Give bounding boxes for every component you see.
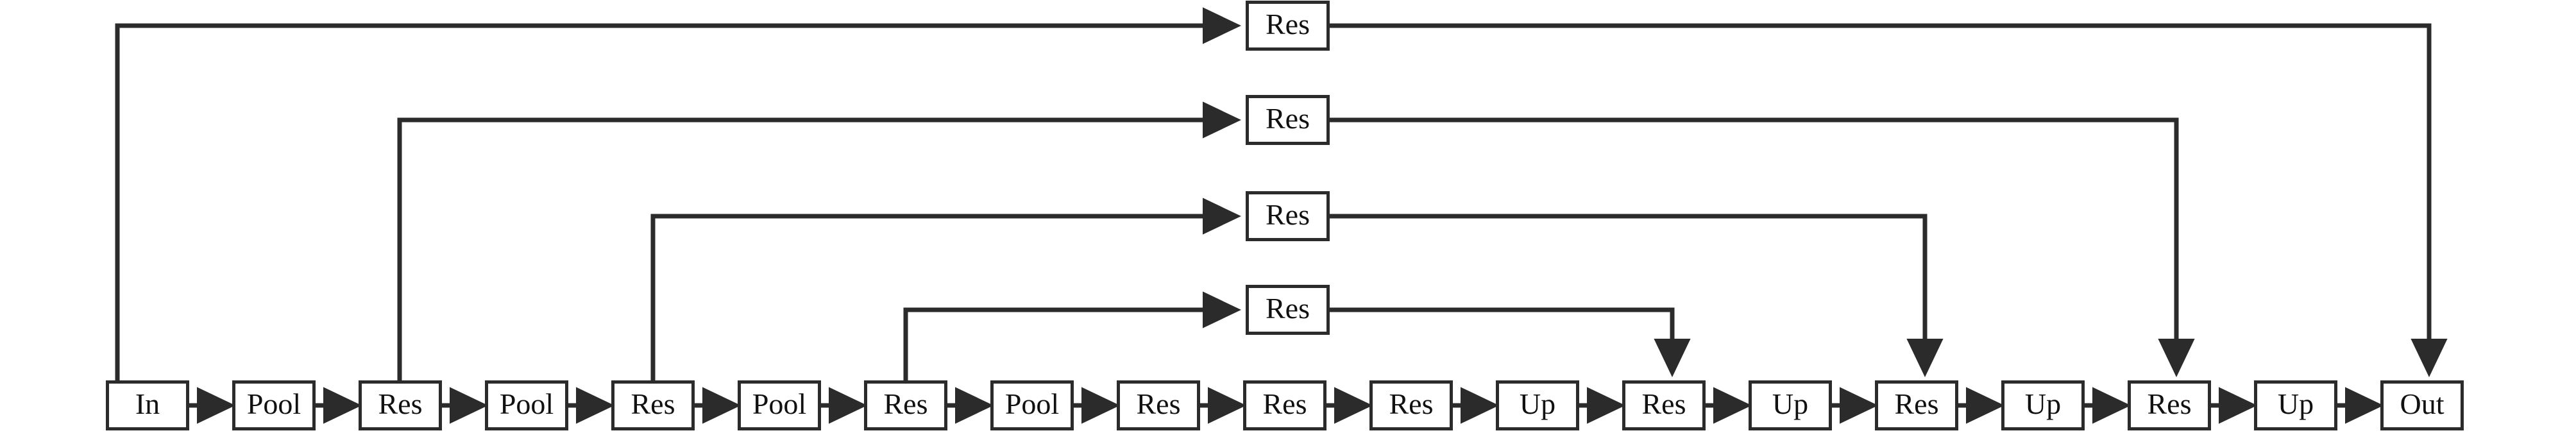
- node-label: Res: [378, 387, 423, 420]
- skip-arrow-connector: [903, 291, 1242, 380]
- node-label: Res: [631, 387, 675, 420]
- node-label: Pool: [499, 387, 554, 420]
- node-label: Res: [883, 387, 928, 420]
- node-label: Res: [1266, 102, 1310, 135]
- skip-arrow-connector: [1330, 23, 2448, 378]
- node-res-12[interactable]: Res: [1622, 380, 1706, 430]
- node-label: Res: [1894, 387, 1939, 420]
- node-up-13[interactable]: Up: [1749, 380, 1832, 430]
- node-label: Res: [1266, 198, 1310, 231]
- node-label: Res: [1641, 387, 1686, 420]
- skip-node-res-1[interactable]: Res: [1246, 1, 1330, 51]
- node-in-0[interactable]: In: [106, 380, 189, 430]
- skip-arrow-connector: [1330, 214, 1944, 378]
- node-label: Up: [1772, 387, 1809, 420]
- node-label: Up: [2024, 387, 2062, 420]
- node-label: Res: [1136, 387, 1181, 420]
- node-pool-5[interactable]: Pool: [738, 380, 821, 430]
- node-label: Res: [1389, 387, 1434, 420]
- skip-node-res-2[interactable]: Res: [1246, 95, 1330, 145]
- node-res-6[interactable]: Res: [864, 380, 947, 430]
- node-res-16[interactable]: Res: [2128, 380, 2211, 430]
- node-label: Pool: [1004, 387, 1060, 420]
- node-pool-1[interactable]: Pool: [232, 380, 316, 430]
- skip-arrow-connector: [397, 101, 1242, 380]
- node-up-11[interactable]: Up: [1496, 380, 1579, 430]
- skip-arrow-connector: [1330, 117, 2195, 378]
- node-res-9[interactable]: Res: [1243, 380, 1326, 430]
- node-up-15[interactable]: Up: [2001, 380, 2085, 430]
- node-label: Up: [2277, 387, 2314, 420]
- node-label: Pool: [246, 387, 301, 420]
- node-label: Res: [1262, 387, 1307, 420]
- node-label: In: [135, 387, 160, 420]
- node-label: Res: [1266, 8, 1310, 40]
- node-label: Res: [2147, 387, 2192, 420]
- node-label: Out: [2400, 387, 2445, 420]
- node-res-14[interactable]: Res: [1875, 380, 1958, 430]
- node-pool-7[interactable]: Pool: [990, 380, 1074, 430]
- node-res-4[interactable]: Res: [611, 380, 695, 430]
- node-label: Up: [1519, 387, 1556, 420]
- skip-arrow-connector: [650, 198, 1242, 380]
- node-label: Res: [1266, 292, 1310, 325]
- node-res-2[interactable]: Res: [359, 380, 442, 430]
- skip-node-res-3[interactable]: Res: [1246, 191, 1330, 241]
- node-res-10[interactable]: Res: [1369, 380, 1453, 430]
- skip-node-res-4[interactable]: Res: [1246, 285, 1330, 335]
- skip-arrow-connector: [1330, 307, 1691, 378]
- node-label: Pool: [752, 387, 807, 420]
- node-out-18[interactable]: Out: [2380, 380, 2464, 430]
- node-res-8[interactable]: Res: [1117, 380, 1200, 430]
- node-up-17[interactable]: Up: [2254, 380, 2337, 430]
- node-pool-3[interactable]: Pool: [485, 380, 568, 430]
- skip-arrow-connector: [115, 7, 1242, 380]
